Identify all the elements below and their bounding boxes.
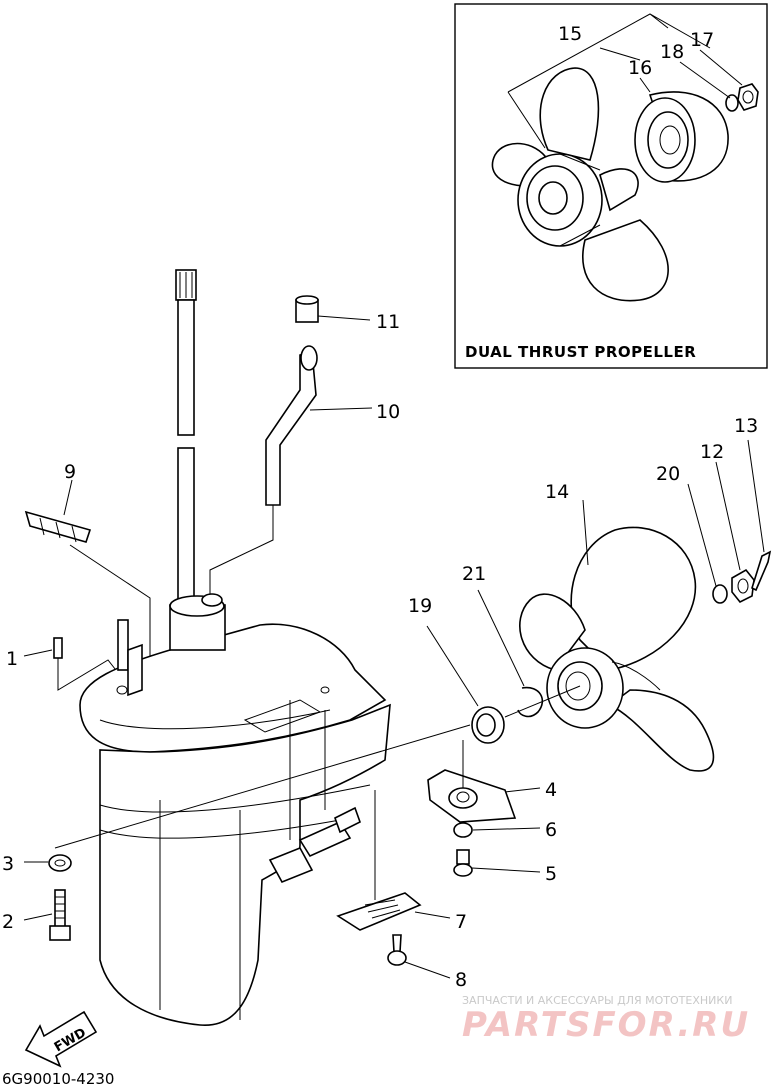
callout-14: 14 [545,481,569,503]
part-5-bolt [453,849,541,877]
part-4-trim-tab [427,740,541,823]
part-12-nut [715,461,755,604]
callout-4: 4 [545,779,557,801]
callout-5: 5 [545,863,557,885]
callout-10: 10 [376,401,400,423]
callout-1: 1 [6,648,18,670]
callout-8: 8 [455,969,467,991]
part-9-anode [24,479,151,680]
part-3-washer [24,854,72,872]
callout-15: 15 [558,23,582,45]
inset-title: DUAL THRUST PROPELLER [465,343,696,361]
propeller-shaft [268,806,361,884]
drive-shaft [175,269,197,609]
watermark-tagline: ЗАПЧАСТИ И АКСЕССУАРЫ ДЛЯ МОТОТЕХНИКИ [462,994,732,1007]
callout-16: 16 [628,57,652,79]
part-2-bolt [23,889,71,941]
callout-7: 7 [455,911,467,933]
part-19-washer [426,625,505,744]
nut-17 [737,83,759,111]
callout-20: 20 [656,463,680,485]
watermark-brand: PARTSFOR.RU [462,1005,750,1045]
callout-18: 18 [660,41,684,63]
part-7-anode [336,790,451,931]
part-11-collar [295,295,371,323]
part-20-washer [712,584,728,604]
callout-9: 9 [64,461,76,483]
part-6-washer [453,822,473,838]
callout-3: 3 [2,853,14,875]
dual-thrust-inset: DUAL THRUST PROPELLER 15 [454,3,768,369]
callout-17: 17 [690,29,714,51]
callout-19: 19 [408,595,432,617]
shaft-centerline [54,685,581,849]
callout-6: 6 [545,819,557,841]
drawing-code: 6G90010-4230 [2,1070,114,1086]
washer-18 [725,94,739,112]
dual-thrust-propeller [491,67,669,302]
thrust-hub [634,91,729,183]
callout-21: 21 [462,563,486,585]
callout-11: 11 [376,311,400,333]
inset-frame [454,3,768,369]
propeller-14 [519,499,715,772]
lower-unit-housing [79,593,391,1026]
fwd-arrow: FWD [24,1010,98,1068]
part-10-water-tube [209,345,373,595]
callout-13: 13 [734,415,758,437]
part-13-cotter-pin [747,439,772,592]
part-8-screw [387,934,451,979]
callout-12: 12 [700,441,724,463]
callout-2: 2 [2,911,14,933]
